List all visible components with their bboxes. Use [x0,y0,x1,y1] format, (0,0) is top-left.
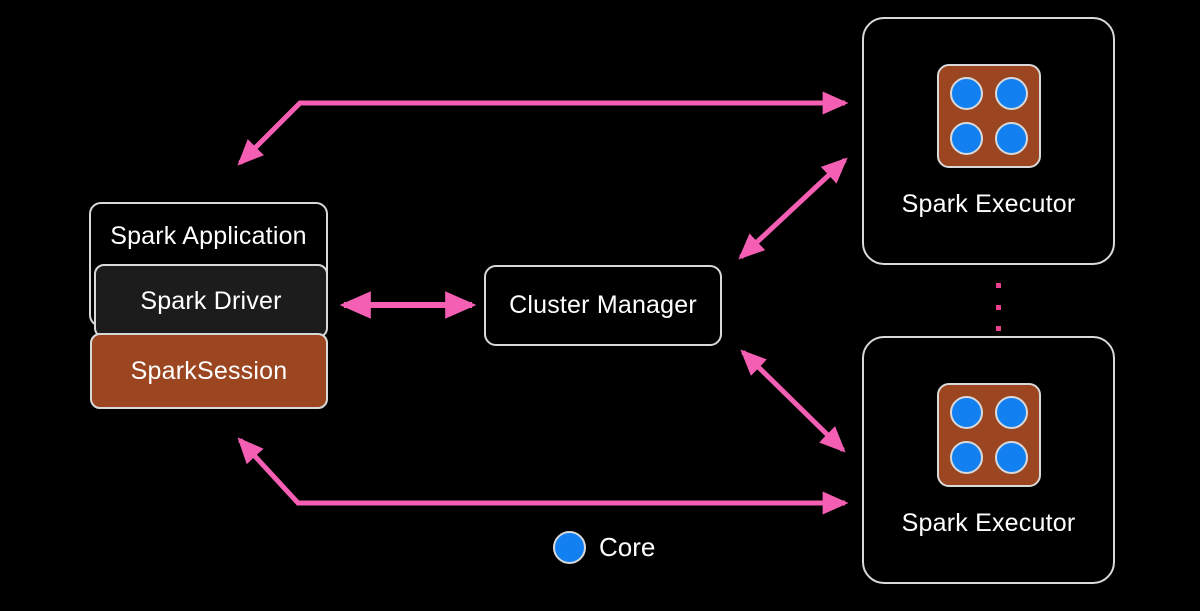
ellipsis-dot [995,326,1001,331]
core-icon [994,76,1028,110]
spark-executor-label: Spark Executor [901,508,1076,537]
cluster-manager-box[interactable]: Cluster Manager [484,265,722,346]
vertical-ellipsis-icon [993,283,1003,331]
spark-executor-box-top[interactable]: Spark Executor [862,17,1115,265]
connector-cluster-manager-to-bottom-executor [740,349,846,453]
connector-cluster-manager-to-top-executor [738,157,848,260]
spark-session-label: SparkSession [130,356,288,385]
spark-session-box[interactable]: SparkSession [90,333,328,409]
core-icon [949,440,983,474]
spark-application-label: Spark Application [110,222,307,250]
spark-executor-box-bottom[interactable]: Spark Executor [862,336,1115,584]
connector-application-to-bottom-executor [237,437,849,515]
legend-core-label: Core [599,532,656,562]
core-grid-top [936,63,1041,168]
ellipsis-dot [995,283,1001,288]
spark-driver-box[interactable]: Spark Driver [94,264,328,338]
core-icon [949,121,983,155]
connector-application-to-top-executor [237,91,849,166]
ellipsis-dot [995,304,1001,310]
core-icon [949,395,983,429]
spark-driver-label: Spark Driver [140,286,282,315]
core-icon [553,531,586,564]
legend: Core [553,531,655,564]
core-grid-bottom [936,382,1041,487]
cluster-manager-label: Cluster Manager [509,291,697,319]
core-icon [994,121,1028,155]
core-icon [994,395,1028,429]
spark-executor-label: Spark Executor [901,189,1076,218]
core-icon [994,440,1028,474]
core-icon [949,76,983,110]
